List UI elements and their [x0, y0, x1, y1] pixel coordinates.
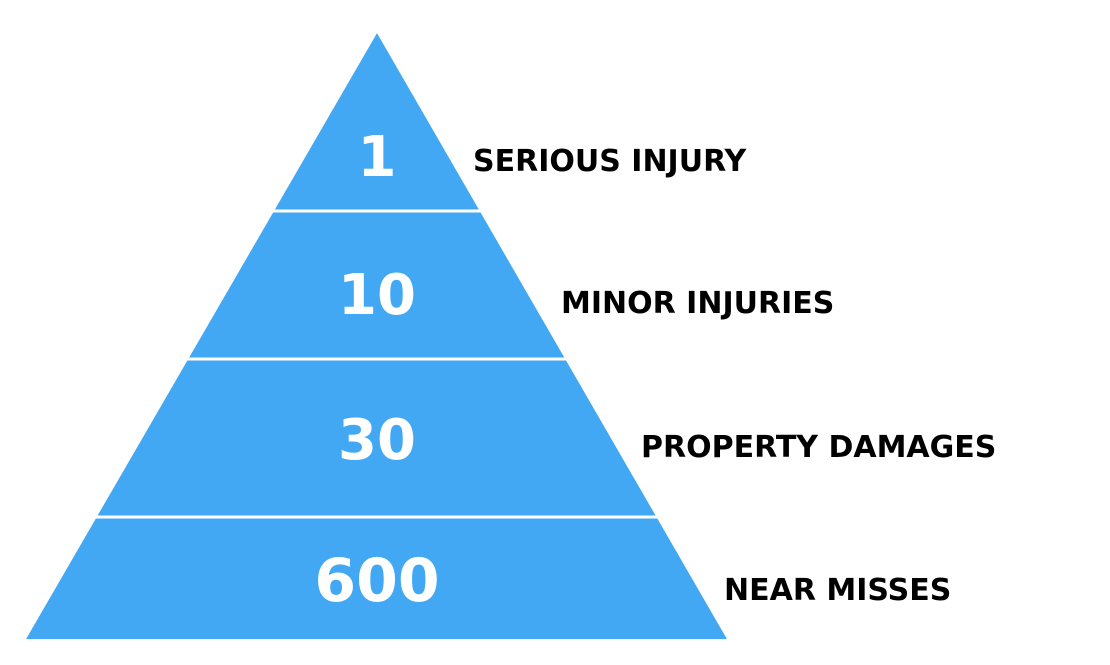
tier-3-label: PROPERTY DAMAGES	[641, 430, 997, 465]
tier-2-label: MINOR INJURIES	[561, 286, 835, 321]
tier-1-label: SERIOUS INJURY	[473, 144, 747, 179]
tier-4-label: NEAR MISSES	[724, 573, 952, 608]
tier-3-value: 30	[338, 408, 416, 473]
tier-1-value: 1	[357, 125, 397, 190]
pyramid-triangle	[26, 33, 727, 639]
tier-2-value: 10	[338, 263, 416, 328]
tier-4-value: 600	[314, 546, 440, 616]
